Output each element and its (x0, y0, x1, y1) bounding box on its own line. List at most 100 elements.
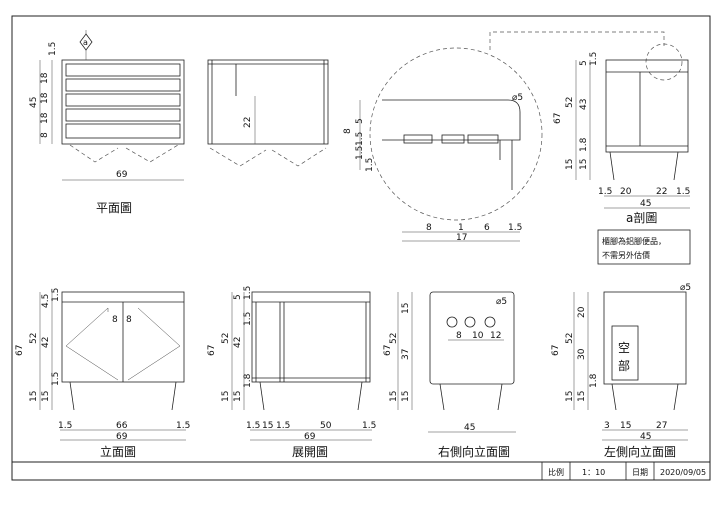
note-line-2: 不需另外估價 (602, 250, 650, 260)
right-inner-2: 10 (472, 331, 484, 341)
date-value: 2020/09/05 (660, 468, 706, 477)
plan-drawer-4: 18 (40, 72, 50, 84)
left-v-3: 20 (577, 306, 587, 318)
open-view: 67 52 42 5 1.5 1.5 1.8 15 15 1.5 15 1.5 … (207, 286, 376, 459)
section-a-v-2: 52 (565, 97, 575, 108)
plan-drawer-5: 1.5 (48, 42, 58, 56)
right-total: 45 (464, 423, 475, 433)
left-h-1: 3 (604, 421, 610, 431)
top-section-view: 22 (207, 59, 329, 167)
detail-h-1: 8 (426, 223, 432, 233)
left-radius: ⌀5 (680, 283, 691, 293)
front-h-3: 1.5 (176, 421, 190, 431)
left-v-5: 1.8 (589, 373, 599, 388)
section-marker: a (83, 38, 88, 47)
right-inner-3: 12 (490, 331, 501, 341)
open-h-4: 50 (320, 421, 332, 431)
section-a-v-3: 43 (579, 99, 589, 110)
section-a-view: 67 52 43 5 1.5 1.8 15 15 1.5 20 22 1.5 4… (553, 52, 690, 225)
detail-view: ⌀5 8 5 1.5 1.5 1.5 8 1 6 1.5 17 (343, 31, 683, 243)
open-v-2: 52 (221, 333, 231, 344)
left-title: 左側向立面圖 (604, 444, 676, 459)
plan-view: 45 8 18 18 18 1.5 69 a 平面圖 (29, 30, 185, 215)
note-line-1: 櫃腳為鋁腳便品， (602, 236, 666, 246)
scale-label: 比例 (548, 467, 564, 477)
plan-title: 平面圖 (96, 201, 132, 215)
left-v-7: 15 (577, 391, 587, 402)
left-label-2: 部 (618, 358, 630, 373)
right-title: 右側向立面圖 (438, 444, 510, 459)
left-v-6: 15 (565, 391, 575, 402)
open-total: 69 (304, 432, 316, 442)
detail-v-4: 1.5 (355, 146, 365, 160)
left-v-4: 30 (577, 348, 587, 360)
front-inner-2: 8 (126, 315, 132, 325)
detail-v-2: 5 (355, 118, 365, 124)
front-v-4: 4.5 (41, 294, 51, 308)
open-v-1: 67 (207, 345, 217, 356)
left-label-1: 空 (618, 341, 630, 355)
section-a-v-4: 5 (579, 60, 589, 66)
right-radius: ⌀5 (496, 297, 507, 307)
title-block: 比例 1：10 日期 2020/09/05 (12, 461, 710, 480)
open-h-1: 1.5 (246, 421, 260, 431)
left-v-1: 67 (551, 345, 561, 356)
open-title: 展開圖 (292, 445, 328, 459)
top-section-dim: 22 (243, 117, 253, 128)
right-inner-1: 8 (456, 331, 462, 341)
front-v-8: 15 (41, 391, 51, 402)
open-v-9: 15 (233, 391, 243, 402)
plan-width: 69 (116, 170, 128, 180)
detail-h-3: 6 (484, 223, 490, 233)
detail-radius: ⌀5 (512, 93, 523, 103)
section-a-h-1: 1.5 (598, 187, 612, 197)
open-h-3: 1.5 (276, 421, 290, 431)
section-a-v-5: 1.5 (589, 52, 599, 66)
open-v-5: 1.5 (243, 286, 253, 300)
section-a-h-4: 1.5 (676, 187, 690, 197)
front-total: 69 (116, 432, 128, 442)
detail-h-2: 1 (458, 223, 464, 233)
detail-total: 17 (456, 233, 467, 243)
front-title: 立面圖 (100, 444, 136, 459)
plan-depth: 45 (29, 97, 39, 108)
front-inner-1: 8 (112, 315, 118, 325)
right-v-4: 15 (401, 303, 411, 314)
detail-v-5: 1.5 (365, 158, 375, 172)
section-a-h-2: 20 (620, 187, 632, 197)
front-v-6: 1.5 (51, 372, 61, 386)
scale-value: 1：10 (582, 468, 605, 477)
section-a-h-3: 22 (656, 187, 667, 197)
right-v-5: 15 (389, 391, 399, 402)
detail-h-4: 1.5 (508, 223, 522, 233)
detail-v-1: 8 (343, 128, 353, 134)
open-v-7: 1.8 (243, 373, 253, 388)
front-v-1: 67 (15, 345, 25, 356)
front-h-1: 1.5 (58, 421, 72, 431)
right-v-6: 15 (401, 391, 411, 402)
plan-drawer-1: 8 (40, 132, 50, 138)
right-elevation: ⌀5 8 10 12 67 52 37 15 15 15 45 右側向立面圖 (383, 291, 516, 459)
left-h-3: 27 (656, 421, 667, 431)
left-h-2: 15 (620, 421, 631, 431)
section-a-v-1: 67 (553, 113, 563, 124)
open-v-6: 1.5 (243, 312, 253, 326)
front-v-3: 42 (41, 337, 51, 348)
section-a-title: a剖圖 (626, 211, 657, 225)
section-a-total: 45 (640, 199, 651, 209)
left-total: 45 (640, 432, 651, 442)
left-elevation: 空 部 ⌀5 67 52 20 30 1.8 15 15 3 15 27 45 … (551, 283, 691, 459)
front-v-5: 1.5 (51, 288, 61, 302)
section-a-v-6: 1.8 (579, 137, 589, 152)
front-elevation: 8 8 67 52 42 4.5 1.5 1.5 15 15 1.5 66 1.… (15, 288, 190, 459)
right-v-3: 37 (401, 349, 411, 360)
note-box: 櫃腳為鋁腳便品， 不需另外估價 (597, 229, 691, 265)
plan-drawer-3: 18 (40, 92, 50, 104)
front-h-2: 66 (116, 421, 128, 431)
front-v-2: 52 (29, 333, 39, 344)
open-h-5: 1.5 (362, 421, 376, 431)
date-label: 日期 (632, 468, 648, 477)
front-v-7: 15 (29, 391, 39, 402)
sheet-border (11, 15, 711, 481)
